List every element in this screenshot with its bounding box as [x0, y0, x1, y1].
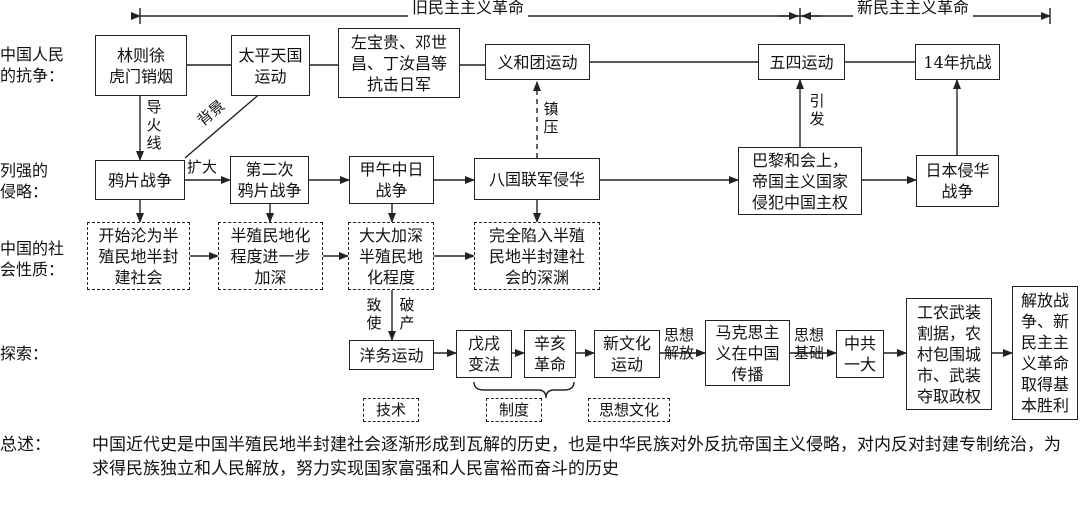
node-yangwu: 洋务运动 [349, 340, 434, 370]
edge-label-zhishi: 致 使 [366, 296, 382, 332]
node-taiping: 太平天国 运动 [231, 35, 310, 96]
row-label-exploration: 探索： [0, 344, 49, 363]
node-soc3: 大大加深 半殖民地 化程度 [348, 222, 434, 290]
node-soc2: 半殖民地化 程度进一步 加深 [218, 222, 323, 290]
row-label-society: 中国的社 会性质： [0, 239, 65, 279]
node-xinhai: 辛亥 革命 [524, 330, 576, 378]
edge-label-zhenya: 镇 压 [543, 100, 559, 136]
node-riben: 日本侵华 战争 [916, 155, 999, 207]
edge-label-daohuoxian: 导 火 线 [146, 98, 162, 152]
node-opium1: 鸦片战争 [95, 160, 185, 200]
zhidu-brace [473, 381, 575, 399]
category-jishu: 技术 [363, 398, 419, 422]
period-new-label: 新民主主义革命 [853, 0, 974, 18]
category-sixiang: 思想文化 [588, 398, 670, 422]
edge-label-pochan: 破 产 [399, 296, 415, 332]
node-soc1: 开始沦为半 殖民地半封 建社会 [87, 222, 190, 290]
category-zhidu: 制度 [486, 398, 542, 422]
edge-label-sixiang-jichu: 思想 基础 [794, 326, 825, 362]
period-old-label: 旧民主主义革命 [408, 0, 529, 18]
node-linzexu: 林则徐 虎门销烟 [95, 35, 187, 96]
node-makesi: 马克思主 义在中国 传播 [705, 320, 790, 386]
row-label-struggle: 中国人民 的抗争： [0, 45, 65, 85]
summary-text: 中国近代史是中国半殖民地半封建社会逐渐形成到瓦解的历史，也是中华民族对外反抗帝国… [92, 435, 1061, 479]
node-jiawu: 甲午中日 战争 [349, 156, 434, 204]
node-yihetuan: 义和团运动 [485, 44, 590, 80]
node-opium2: 第二次 鸦片战争 [230, 156, 309, 204]
node-gongnong: 工农武装 割据，农 村包围城 市、武装 夺取政权 [906, 298, 992, 410]
row-label-aggression: 列强的 侵略： [0, 161, 49, 201]
node-xinwenhua: 新文化 运动 [594, 330, 660, 378]
node-kangzhan: 14年抗战 [915, 44, 1000, 80]
edge-label-yinfa: 引 发 [809, 92, 825, 128]
node-soc4: 完全陷入半殖 民地半封建社 会的深渊 [474, 222, 600, 290]
node-jiefang: 解放战 争、新 民主主 义革命 取得基 本胜利 [1012, 286, 1078, 420]
node-wuxu: 戊戌 变法 [456, 330, 512, 378]
edge-label-sixiang-jiefang: 思想 解放 [664, 326, 695, 362]
node-wusi: 五四运动 [758, 44, 845, 80]
summary-label: 总述： [0, 435, 51, 455]
edge-label-kuoda: 扩大 [187, 158, 218, 176]
node-zhonggong: 中共 一大 [836, 330, 884, 378]
node-bali: 巴黎和会上， 帝国主义国家 侵犯中国主权 [738, 147, 862, 215]
node-baguo: 八国联军侵华 [474, 158, 600, 200]
node-zuo: 左宝贵、邓世 昌、丁汝昌等 抗击日军 [338, 28, 460, 98]
arrow-beijing [184, 84, 271, 159]
